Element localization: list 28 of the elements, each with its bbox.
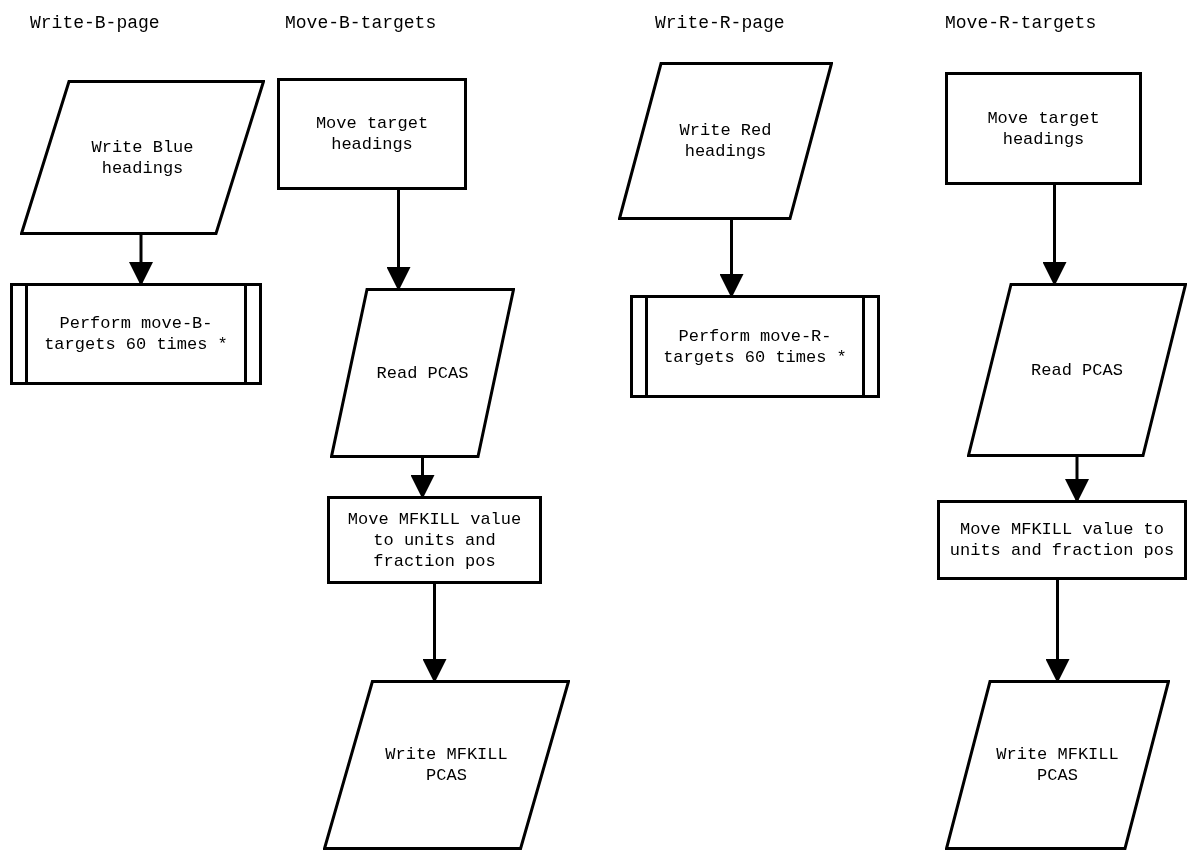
data-parallelogram	[323, 680, 570, 850]
data-parallelogram	[967, 283, 1187, 457]
node-text: Move MFKILL value to units and fraction pos	[948, 519, 1176, 561]
data-parallelogram	[20, 80, 265, 235]
data-parallelogram	[945, 680, 1170, 850]
predefined-process-box	[10, 283, 262, 385]
chart-heading: Move-B-targets	[285, 12, 437, 35]
chart-heading: Write-R-page	[655, 12, 785, 35]
data-parallelogram	[618, 62, 833, 220]
node-text: Move target headings	[986, 107, 1101, 150]
node-text: Write MFKILL PCAS	[384, 744, 509, 786]
node-text: Perform move-R-targets 60 times *	[662, 325, 848, 368]
chart-heading: Write-B-page	[30, 12, 160, 35]
node-text: Read PCAS	[1031, 359, 1123, 381]
node-text: Move target headings	[314, 113, 430, 155]
node-text: Write MFKILL PCAS	[995, 744, 1120, 786]
node-text: Write Blue headings	[90, 136, 195, 179]
process-box	[937, 500, 1187, 580]
data-parallelogram	[330, 288, 515, 458]
process-box	[945, 72, 1142, 185]
node-text: Perform move-B-targets 60 times *	[43, 313, 229, 355]
process-box	[327, 496, 542, 584]
predefined-process-box	[630, 295, 880, 398]
chart-heading: Move-R-targets	[945, 12, 1097, 35]
process-box	[277, 78, 467, 190]
node-text: Move MFKILL value to units and fraction pos	[346, 508, 523, 572]
node-text: Write Red headings	[678, 120, 773, 162]
node-text: Read PCAS	[376, 362, 469, 384]
